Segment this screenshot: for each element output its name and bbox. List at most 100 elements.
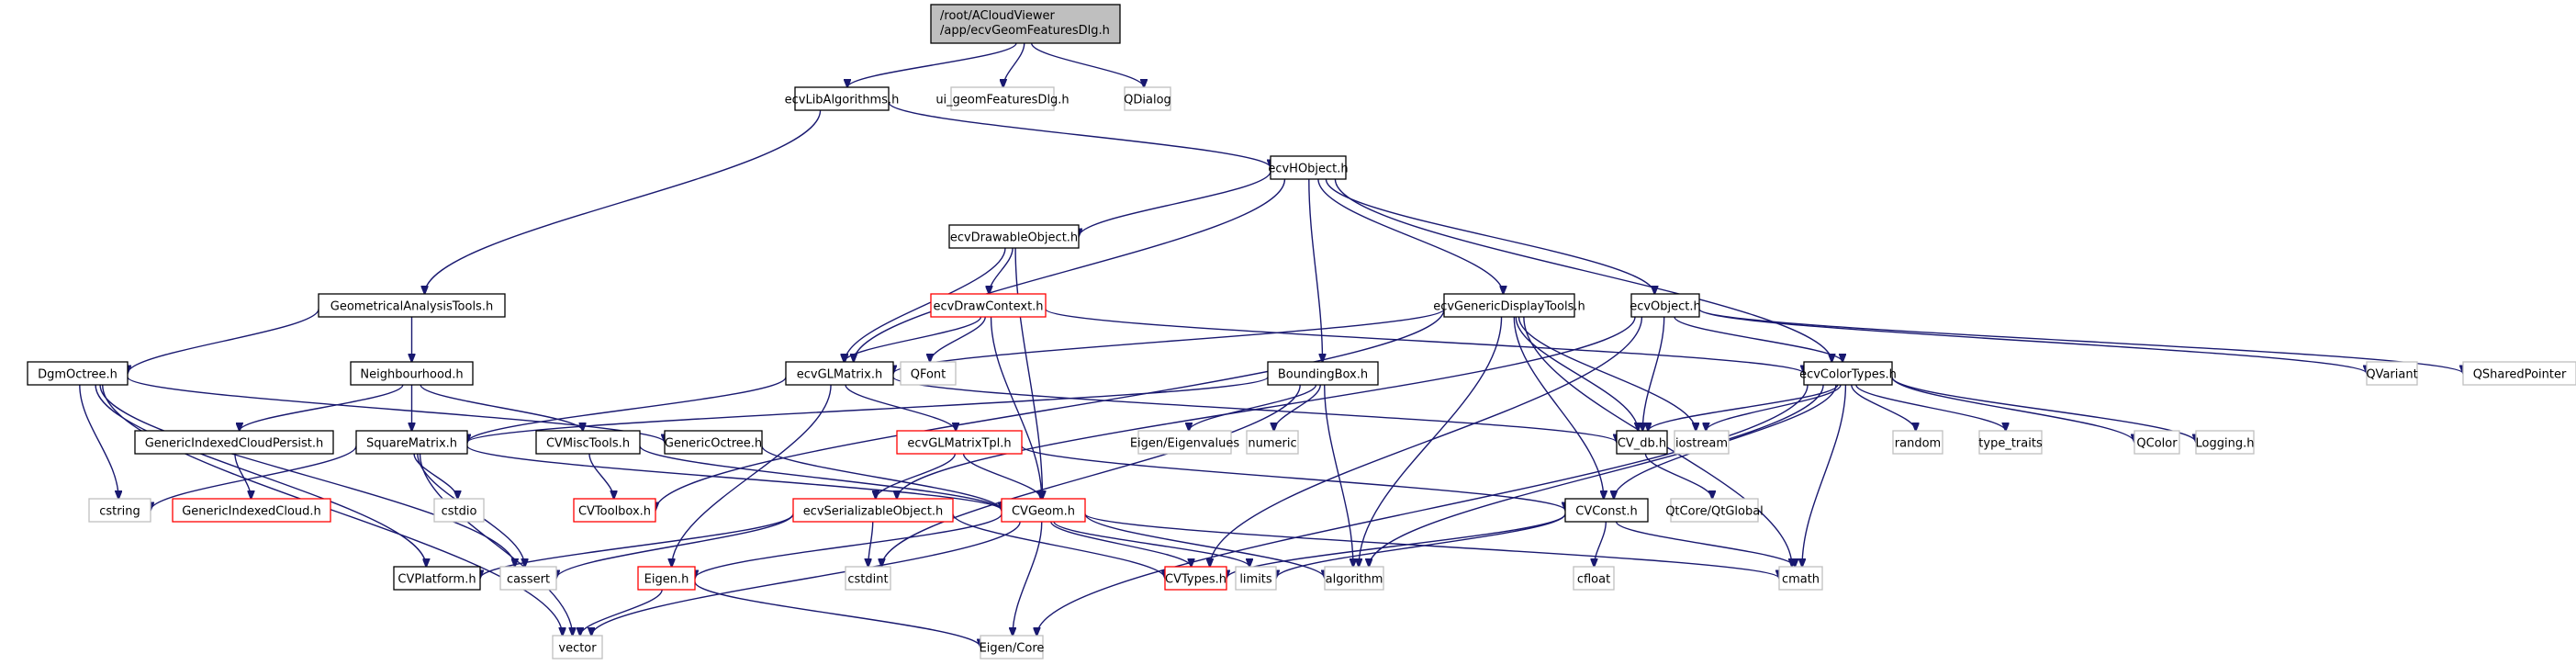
node-box bbox=[930, 293, 1047, 318]
node-label: QSharedPointer bbox=[2473, 368, 2567, 382]
graph-node-cstring: cstring bbox=[88, 498, 151, 523]
node-box bbox=[172, 498, 331, 523]
graph-node-square-matrix[interactable]: SquareMatrix.h bbox=[355, 430, 468, 455]
edge-root-to-qdialog bbox=[1030, 42, 1144, 87]
edge-dgm-octree-to-vector bbox=[102, 384, 563, 636]
node-label: /root/ACloudViewer bbox=[940, 9, 1055, 23]
graph-node-cvtypes[interactable]: CVTypes.h bbox=[1164, 566, 1227, 591]
node-label: GenericIndexedCloud.h bbox=[182, 505, 321, 519]
node-label: SquareMatrix.h bbox=[366, 437, 457, 451]
graph-node-ecv-lib-algorithms[interactable]: ecvLibAlgorithms.h bbox=[785, 86, 900, 111]
graph-node-generic-indexed-cloud-persist[interactable]: GenericIndexedCloudPersist.h bbox=[134, 430, 334, 455]
graph-node-ecv-serializable-object[interactable]: ecvSerializableObject.h bbox=[792, 498, 954, 523]
graph-node-ecv-draw-context[interactable]: ecvDrawContext.h bbox=[930, 293, 1047, 318]
edge-bounding-box-to-numeric bbox=[1274, 384, 1321, 431]
graph-node-bounding-box[interactable]: BoundingBox.h bbox=[1267, 361, 1379, 386]
node-label: ecvSerializableObject.h bbox=[803, 505, 944, 519]
node-label: CVConst.h bbox=[1575, 505, 1637, 519]
node-box bbox=[637, 566, 696, 591]
edge-ecv-color-types-to-algorithm bbox=[1369, 384, 1824, 567]
edge-ecv-object-to-ecv-serializable-object bbox=[897, 316, 1636, 499]
nodes-layer: /root/ACloudViewer/app/ecvGeomFeaturesDl… bbox=[27, 4, 2576, 659]
edge-ecv-glmatrix-tpl-to-cvconst bbox=[1021, 445, 1565, 511]
edge-ecv-generic-display-tools-to-iostream bbox=[1518, 316, 1696, 431]
graph-node-cvtoolbox[interactable]: CVToolbox.h bbox=[573, 498, 656, 523]
graph-node-geometrical-analysis-tools[interactable]: GeometricalAnalysisTools.h bbox=[318, 293, 506, 318]
graph-node-ecv-hobject[interactable]: ecvHObject.h bbox=[1268, 155, 1349, 180]
edge-cvgeom-to-limits bbox=[1053, 521, 1249, 567]
graph-node-numeric: numeric bbox=[1246, 430, 1299, 455]
graph-node-eigen-core: Eigen/Core bbox=[980, 635, 1044, 659]
graph-node-cvmisc-tools[interactable]: CVMiscTools.h bbox=[535, 430, 641, 455]
edge-cvgeom-to-cvtypes bbox=[1050, 521, 1192, 567]
node-label: ecvGLMatrix.h bbox=[797, 368, 882, 382]
graph-node-ecv-generic-display-tools[interactable]: ecvGenericDisplayTools.h bbox=[1433, 293, 1585, 318]
graph-node-eigen-h[interactable]: Eigen.h bbox=[637, 566, 696, 591]
node-box bbox=[1978, 430, 2043, 455]
edge-neighbourhood-to-cvmisc-tools bbox=[420, 384, 583, 431]
edge-cvmisc-tools-to-cvtoolbox bbox=[588, 453, 614, 499]
edge-ecv-lib-algorithms-to-geometrical-analysis-tools bbox=[425, 109, 822, 294]
graph-node-ecv-glmatrix[interactable]: ecvGLMatrix.h bbox=[785, 361, 894, 386]
node-label: ecvColorTypes.h bbox=[1799, 368, 1897, 382]
node-box bbox=[134, 430, 334, 455]
graph-node-cvgeom[interactable]: CVGeom.h bbox=[1001, 498, 1086, 523]
graph-node-ecv-drawable-object[interactable]: ecvDrawableObject.h bbox=[948, 224, 1080, 249]
edge-ecv-color-types-to-random bbox=[1851, 384, 1916, 431]
node-box bbox=[2366, 361, 2418, 386]
graph-node-vector: vector bbox=[552, 635, 603, 659]
graph-node-cvconst[interactable]: CVConst.h bbox=[1564, 498, 1649, 523]
edge-square-matrix-to-cvgeom bbox=[466, 445, 1002, 511]
node-label: /app/ecvGeomFeaturesDlg.h bbox=[940, 24, 1110, 38]
node-label: ecvLibAlgorithms.h bbox=[785, 94, 900, 107]
graph-node-dgm-octree[interactable]: DgmOctree.h bbox=[27, 361, 129, 386]
graph-node-cfloat: cfloat bbox=[1573, 566, 1615, 591]
edge-ecv-generic-display-tools-to-cvtoolbox bbox=[655, 309, 1445, 511]
graph-node-logging: Logging.h bbox=[2195, 430, 2255, 455]
node-label: ecvHObject.h bbox=[1268, 163, 1348, 176]
node-box bbox=[1616, 430, 1668, 455]
graph-node-generic-octree[interactable]: GenericOctree.h bbox=[664, 430, 763, 455]
node-label: Eigen.h bbox=[644, 573, 689, 587]
node-label: CVGeom.h bbox=[1012, 505, 1075, 519]
graph-node-neighbourhood[interactable]: Neighbourhood.h bbox=[350, 361, 474, 386]
node-box bbox=[1443, 293, 1575, 318]
edge-ecv-serializable-object-to-cvtypes bbox=[952, 513, 1165, 579]
node-box bbox=[980, 635, 1044, 659]
graph-node-ecv-color-types[interactable]: ecvColorTypes.h bbox=[1799, 361, 1897, 386]
edge-ecv-hobject-to-ecv-drawable-object bbox=[1079, 171, 1271, 237]
graph-node-cassert: cassert bbox=[499, 566, 557, 591]
edge-ecv-glmatrix-tpl-to-cvgeom bbox=[962, 453, 1041, 499]
node-label: cstring bbox=[99, 505, 140, 519]
edge-eigen-h-to-vector bbox=[580, 589, 663, 636]
node-box bbox=[1001, 498, 1086, 523]
node-box bbox=[845, 566, 891, 591]
graph-node-eigen-eigenvalues: Eigen/Eigenvalues bbox=[1130, 430, 1239, 455]
graph-node-root[interactable]: /root/ACloudViewer/app/ecvGeomFeaturesDl… bbox=[930, 4, 1121, 44]
node-box bbox=[930, 4, 1121, 44]
edge-geometrical-analysis-tools-to-dgm-octree bbox=[128, 309, 319, 374]
graph-node-algorithm: algorithm bbox=[1324, 566, 1384, 591]
edge-ecv-serializable-object-to-cvplatform bbox=[480, 513, 794, 579]
graph-node-ecv-glmatrix-tpl[interactable]: ecvGLMatrixTpl.h bbox=[896, 430, 1023, 455]
node-box bbox=[27, 361, 129, 386]
edge-ecv-object-to-ecv-color-types bbox=[1674, 316, 1842, 362]
node-box bbox=[535, 430, 641, 455]
node-label: iostream bbox=[1675, 437, 1728, 451]
edge-ecv-draw-context-to-qfont bbox=[930, 316, 986, 362]
node-label: CVPlatform.h bbox=[398, 573, 476, 587]
edge-cvgeom-to-vector bbox=[591, 521, 1021, 636]
graph-node-generic-indexed-cloud[interactable]: GenericIndexedCloud.h bbox=[172, 498, 331, 523]
node-label: QFont bbox=[911, 368, 946, 382]
edge-cvgeom-to-eigen-core bbox=[1013, 521, 1043, 636]
node-box bbox=[664, 430, 763, 455]
graph-node-qt-core-qt-global: QtCore/QtGlobal bbox=[1665, 498, 1764, 523]
graph-node-cv-db[interactable]: CV_db.h bbox=[1616, 430, 1668, 455]
edge-ecv-object-to-qvariant bbox=[1698, 308, 2367, 374]
edge-ecv-color-types-to-qcolor bbox=[1891, 377, 2134, 443]
graph-node-cvplatform[interactable]: CVPlatform.h bbox=[393, 566, 481, 591]
graph-node-ecv-object[interactable]: ecvObject.h bbox=[1630, 293, 1701, 318]
node-label: cstdio bbox=[442, 505, 477, 519]
node-box bbox=[1267, 361, 1379, 386]
